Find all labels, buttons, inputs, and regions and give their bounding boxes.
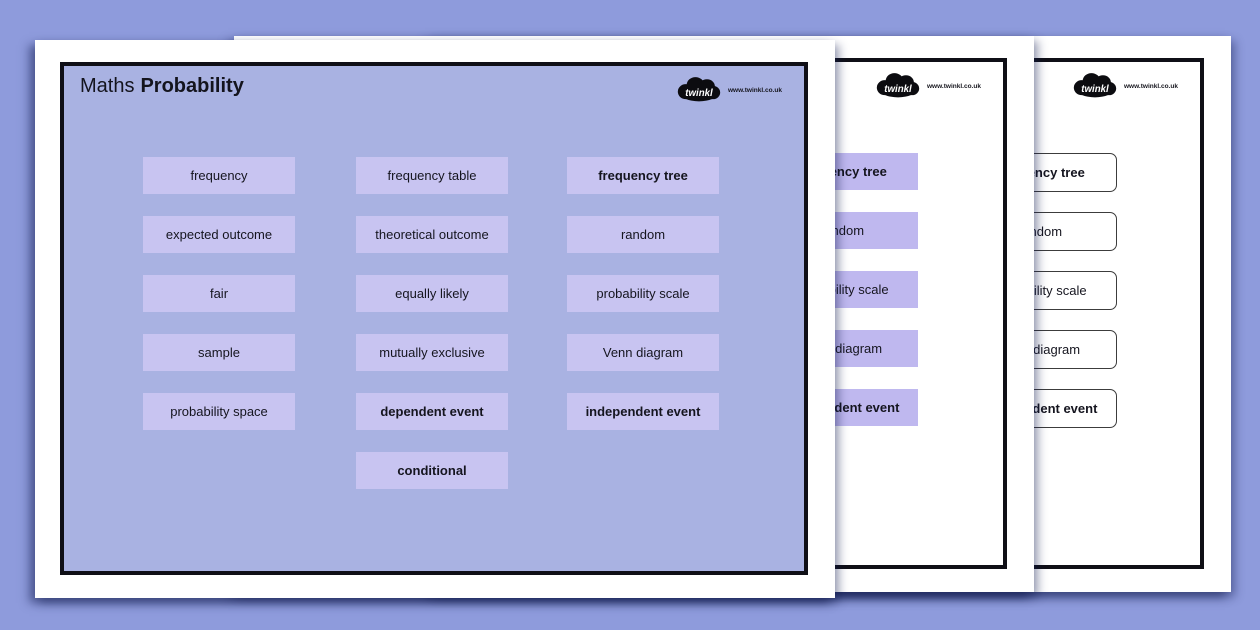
logo-brand-text: twinkl — [1081, 84, 1109, 95]
twinkl-cloud-icon: twinkl — [677, 77, 721, 102]
twinkl-logo: twinkl www.twinkl.co.uk — [873, 69, 1003, 101]
twinkl-cloud-icon: twinkl — [876, 73, 920, 98]
svg-text:www.twinkl.co.uk: www.twinkl.co.uk — [927, 83, 981, 90]
word-card: frequency table — [356, 157, 508, 194]
word-card: dependent event — [356, 393, 508, 430]
logo-brand-text: twinkl — [685, 88, 713, 99]
word-card: probability scale — [567, 275, 719, 312]
word-card: theoretical outcome — [356, 216, 508, 253]
svg-text:www.twinkl.co.uk: www.twinkl.co.uk — [728, 87, 782, 94]
svg-text:www.twinkl.co.uk: www.twinkl.co.uk — [1124, 83, 1178, 90]
word-card: equally likely — [356, 275, 508, 312]
word-card: expected outcome — [143, 216, 295, 253]
word-card: fair — [143, 275, 295, 312]
logo-url-text: www.twinkl.co.uk — [927, 83, 981, 90]
word-card: probability space — [143, 393, 295, 430]
twinkl-logo: twinkl www.twinkl.co.uk — [1070, 69, 1200, 101]
word-card: independent event — [567, 393, 719, 430]
word-card: frequency tree — [567, 157, 719, 194]
word-card: Venn diagram — [567, 334, 719, 371]
title-bold: Probability — [140, 75, 244, 97]
logo-url-text: www.twinkl.co.uk — [728, 87, 782, 94]
word-card: conditional — [356, 452, 508, 489]
twinkl-cloud-icon: twinkl — [1073, 73, 1117, 98]
logo-url-text: www.twinkl.co.uk — [1124, 83, 1178, 90]
logo-brand-text: twinkl — [884, 84, 912, 95]
word-card: frequency — [143, 157, 295, 194]
title-regular: Maths — [80, 75, 135, 97]
word-card: sample — [143, 334, 295, 371]
twinkl-logo: twinkl www.twinkl.co.uk — [674, 73, 804, 105]
word-card: random — [567, 216, 719, 253]
word-card: mutually exclusive — [356, 334, 508, 371]
